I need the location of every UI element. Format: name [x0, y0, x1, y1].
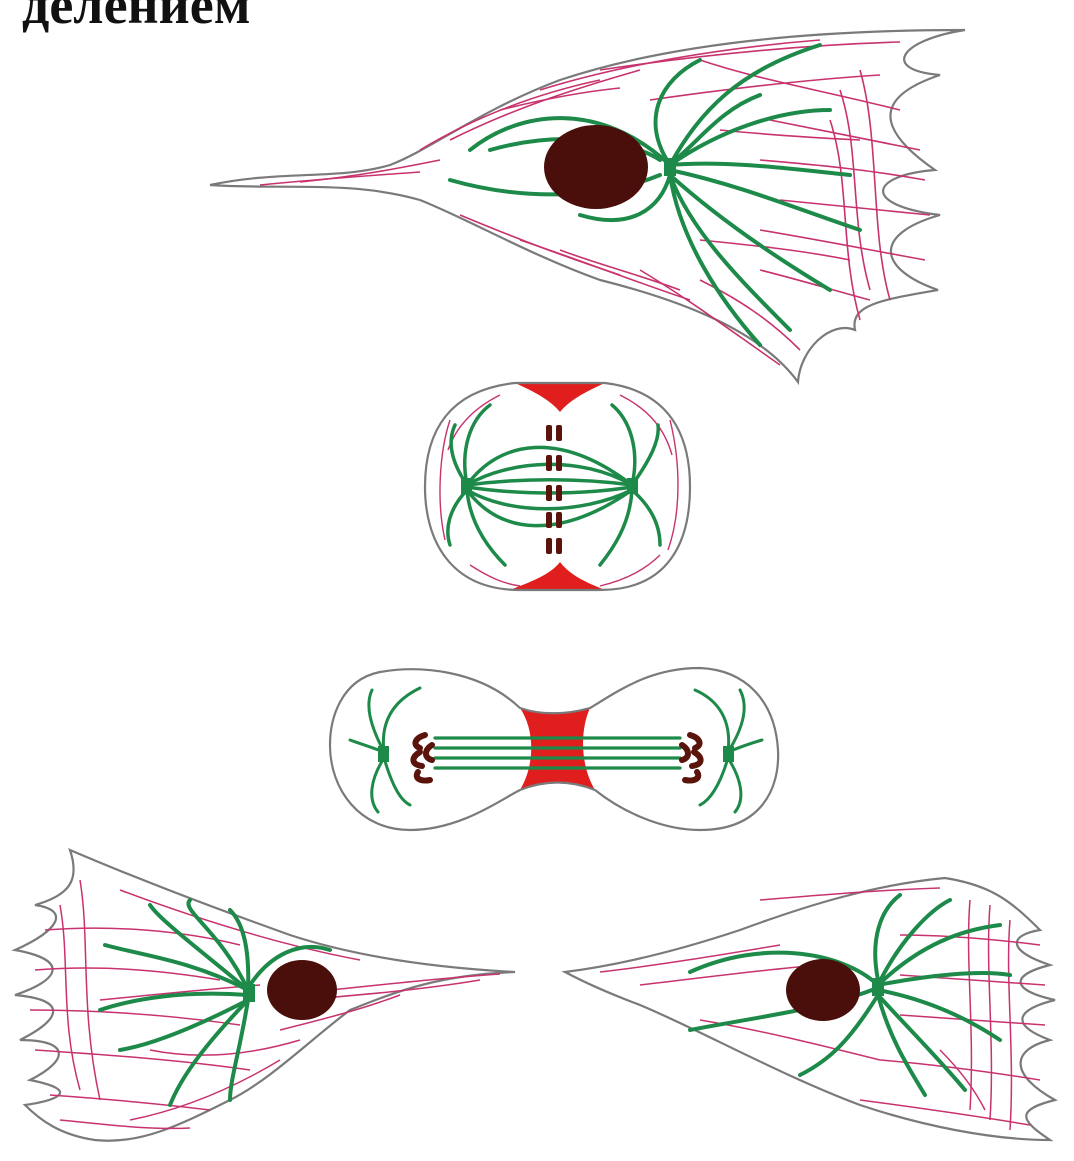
daughter-right-nucleus: [786, 959, 860, 1021]
metaphase-centrosome-right: [627, 478, 638, 494]
daughter-cell-left: [15, 850, 515, 1141]
interphase-centrosome: [664, 158, 676, 176]
metaphase-chromosomes: [546, 425, 562, 554]
telophase-centrosome-left: [378, 746, 389, 762]
interphase-nucleus: [544, 125, 648, 209]
daughter-cell-right: [565, 878, 1055, 1140]
daughter-left-membrane: [15, 850, 515, 1141]
daughter-left-nucleus: [267, 960, 337, 1020]
telophase-centrosome-right: [723, 746, 734, 762]
daughter-right-centrosome: [872, 978, 884, 996]
metaphase-contractile-ring-top: [515, 383, 605, 412]
metaphase-cell: [425, 383, 690, 590]
interphase-cell: [210, 30, 965, 382]
metaphase-contractile-ring-bottom: [510, 562, 605, 590]
metaphase-centrosome-left: [461, 478, 472, 494]
interphase-microtubules: [450, 45, 860, 345]
telophase-cell: [330, 668, 778, 830]
telophase-chromosomes-right: [682, 735, 701, 781]
daughter-left-centrosome: [243, 984, 255, 1002]
telophase-chromosomes-left: [413, 735, 432, 781]
daughter-left-actin-filaments: [30, 880, 500, 1128]
